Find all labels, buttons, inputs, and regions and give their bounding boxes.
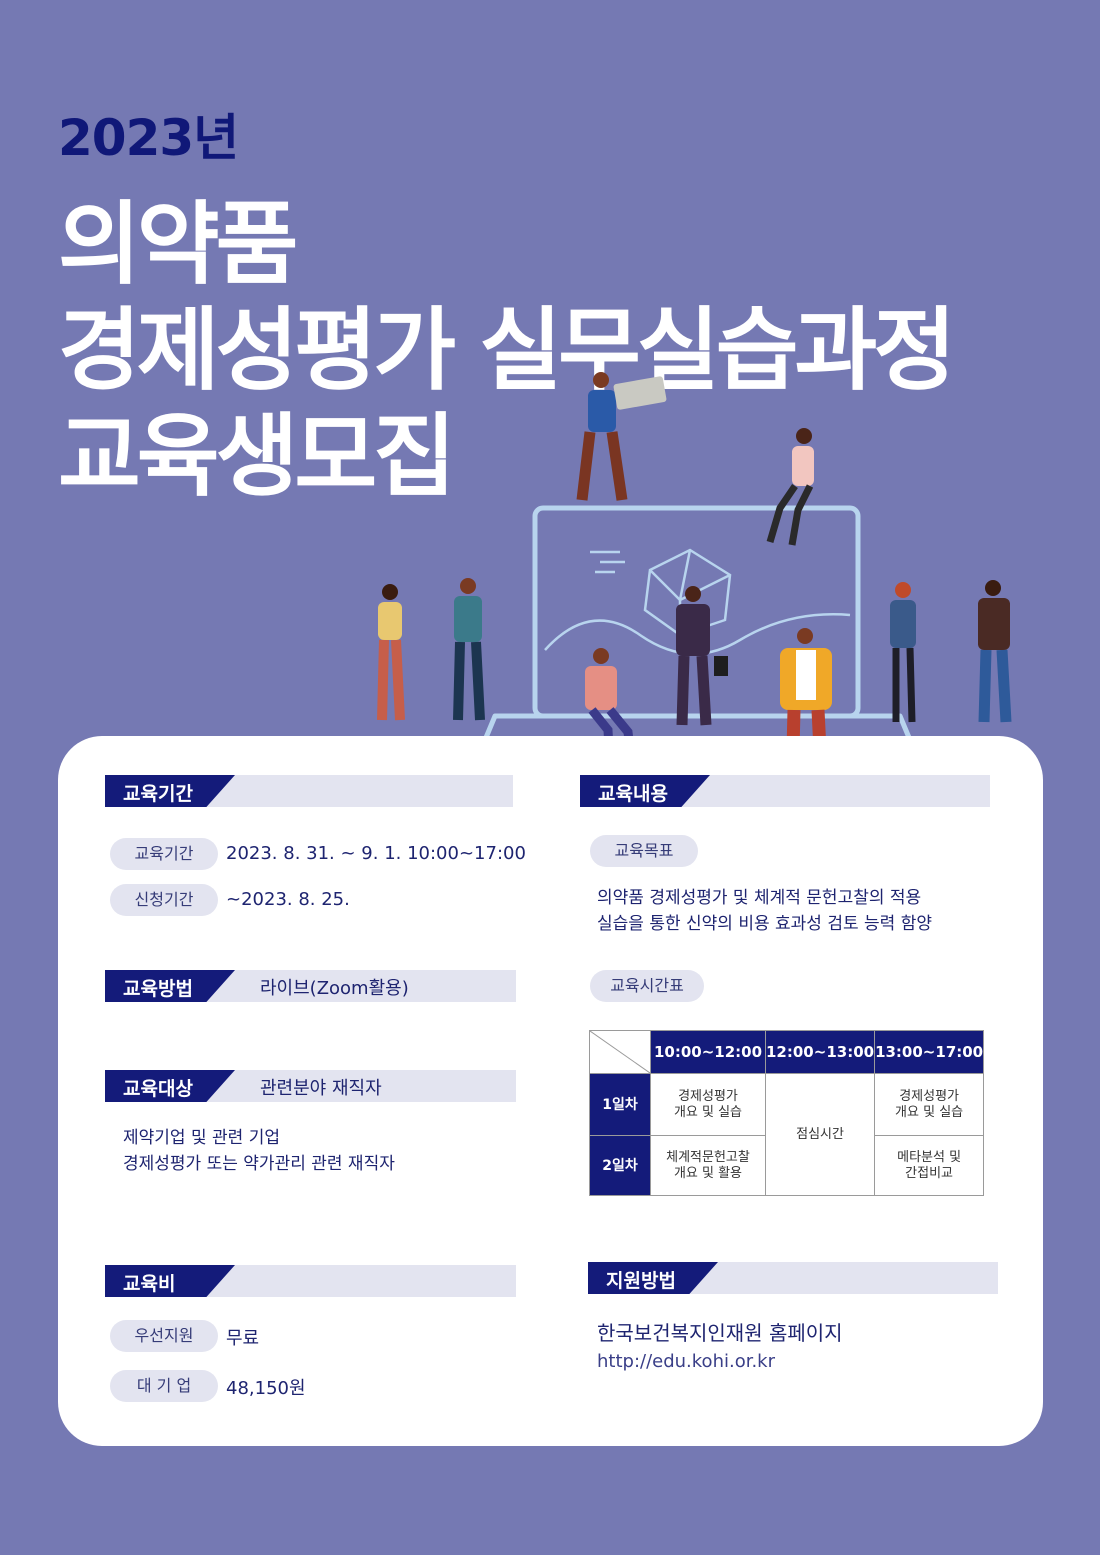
poster-title: 의약품 경제성평가 실무실습과정 교육생모집 xyxy=(58,192,956,510)
section-header-apply: 지원방법 xyxy=(588,1262,998,1294)
method-value: 라이브(Zoom활용) xyxy=(260,978,409,999)
lunch-cell: 점심시간 xyxy=(764,1073,876,1196)
day-label: 1일차 xyxy=(589,1073,651,1136)
apply-period-label: 신청기간 xyxy=(110,884,218,916)
cell-line: 개요 및 활용 xyxy=(673,1165,743,1181)
title-line-3: 교육생모집 xyxy=(58,404,456,509)
schedule-label: 교육시간표 xyxy=(590,970,704,1002)
section-header-fee: 교육비 xyxy=(105,1265,516,1297)
cell-line: 경제성평가 xyxy=(899,1088,959,1104)
cell-line: 메타분석 및 xyxy=(897,1149,962,1165)
apply-url-link[interactable]: http://edu.kohi.or.kr xyxy=(597,1351,776,1372)
apply-org: 한국보건복지인재원 홈페이지 xyxy=(597,1321,843,1345)
period-label: 교육기간 xyxy=(110,838,218,870)
goal-label: 교육목표 xyxy=(590,835,698,867)
goal-description: 의약품 경제성평가 및 체계적 문헌고찰의 적용 실습을 통한 신약의 비용 효… xyxy=(597,885,932,937)
year-label: 2023년 xyxy=(58,109,239,167)
section-header-period: 교육기간 xyxy=(105,775,513,807)
fee-large-label: 대 기 업 xyxy=(110,1370,218,1402)
time-header: 12:00~13:00 xyxy=(764,1030,876,1074)
period-value: 2023. 8. 31. ~ 9. 1. 10:00~17:00 xyxy=(226,843,526,864)
person-figures xyxy=(377,372,1012,791)
section-title: 교육대상 xyxy=(123,1078,193,1100)
target-description: 제약기업 및 관련 기업 경제성평가 또는 약가관리 관련 재직자 xyxy=(123,1125,395,1177)
schedule-cell: 경제성평가 개요 및 실습 xyxy=(650,1073,766,1136)
cell-line: 간접비교 xyxy=(905,1165,954,1181)
section-title: 교육내용 xyxy=(598,783,668,805)
goal-line-1: 의약품 경제성평가 및 체계적 문헌고찰의 적용 xyxy=(597,888,922,908)
section-title: 교육비 xyxy=(123,1273,176,1295)
laptop-people-illustration xyxy=(377,372,1012,791)
cell-line: 경제성평가 xyxy=(678,1088,738,1104)
section-header-method: 교육방법 라이브(Zoom활용) xyxy=(105,970,516,1002)
section-header-content: 교육내용 xyxy=(580,775,990,807)
time-header: 10:00~12:00 xyxy=(650,1030,766,1074)
section-title: 교육방법 xyxy=(123,978,193,1000)
cell-line: 체계적문헌고찰 xyxy=(666,1149,750,1165)
cell-line: 개요 및 실습 xyxy=(895,1104,964,1120)
fee-priority-value: 무료 xyxy=(226,1328,260,1349)
schedule-table: 10:00~12:00 12:00~13:00 13:00~17:00 1일차 … xyxy=(589,1030,985,1196)
day-label: 2일차 xyxy=(589,1135,651,1196)
schedule-cell: 메타분석 및 간접비교 xyxy=(874,1135,985,1196)
section-title: 지원방법 xyxy=(606,1270,676,1292)
fee-priority-label: 우선지원 xyxy=(110,1320,218,1352)
title-line-2: 경제성평가 실무실습과정 xyxy=(58,298,956,403)
section-header-target: 교육대상 관련분야 재직자 xyxy=(105,1070,516,1102)
target-line-1: 제약기업 및 관련 기업 xyxy=(123,1128,280,1148)
target-line-2: 경제성평가 또는 약가관리 관련 재직자 xyxy=(123,1154,395,1174)
apply-period-value: ~2023. 8. 25. xyxy=(226,889,350,910)
schedule-cell: 경제성평가 개요 및 실습 xyxy=(874,1073,985,1136)
title-line-1: 의약품 xyxy=(58,192,298,297)
fee-large-value: 48,150원 xyxy=(226,1378,306,1399)
goal-line-2: 실습을 통한 신약의 비용 효과성 검토 능력 함양 xyxy=(597,914,932,934)
cell-line: 개요 및 실습 xyxy=(673,1104,743,1120)
section-title: 교육기간 xyxy=(123,783,193,805)
target-value: 관련분야 재직자 xyxy=(260,1078,382,1099)
corner-cell xyxy=(589,1030,651,1074)
schedule-cell: 체계적문헌고찰 개요 및 활용 xyxy=(650,1135,766,1196)
time-header: 13:00~17:00 xyxy=(874,1030,985,1074)
